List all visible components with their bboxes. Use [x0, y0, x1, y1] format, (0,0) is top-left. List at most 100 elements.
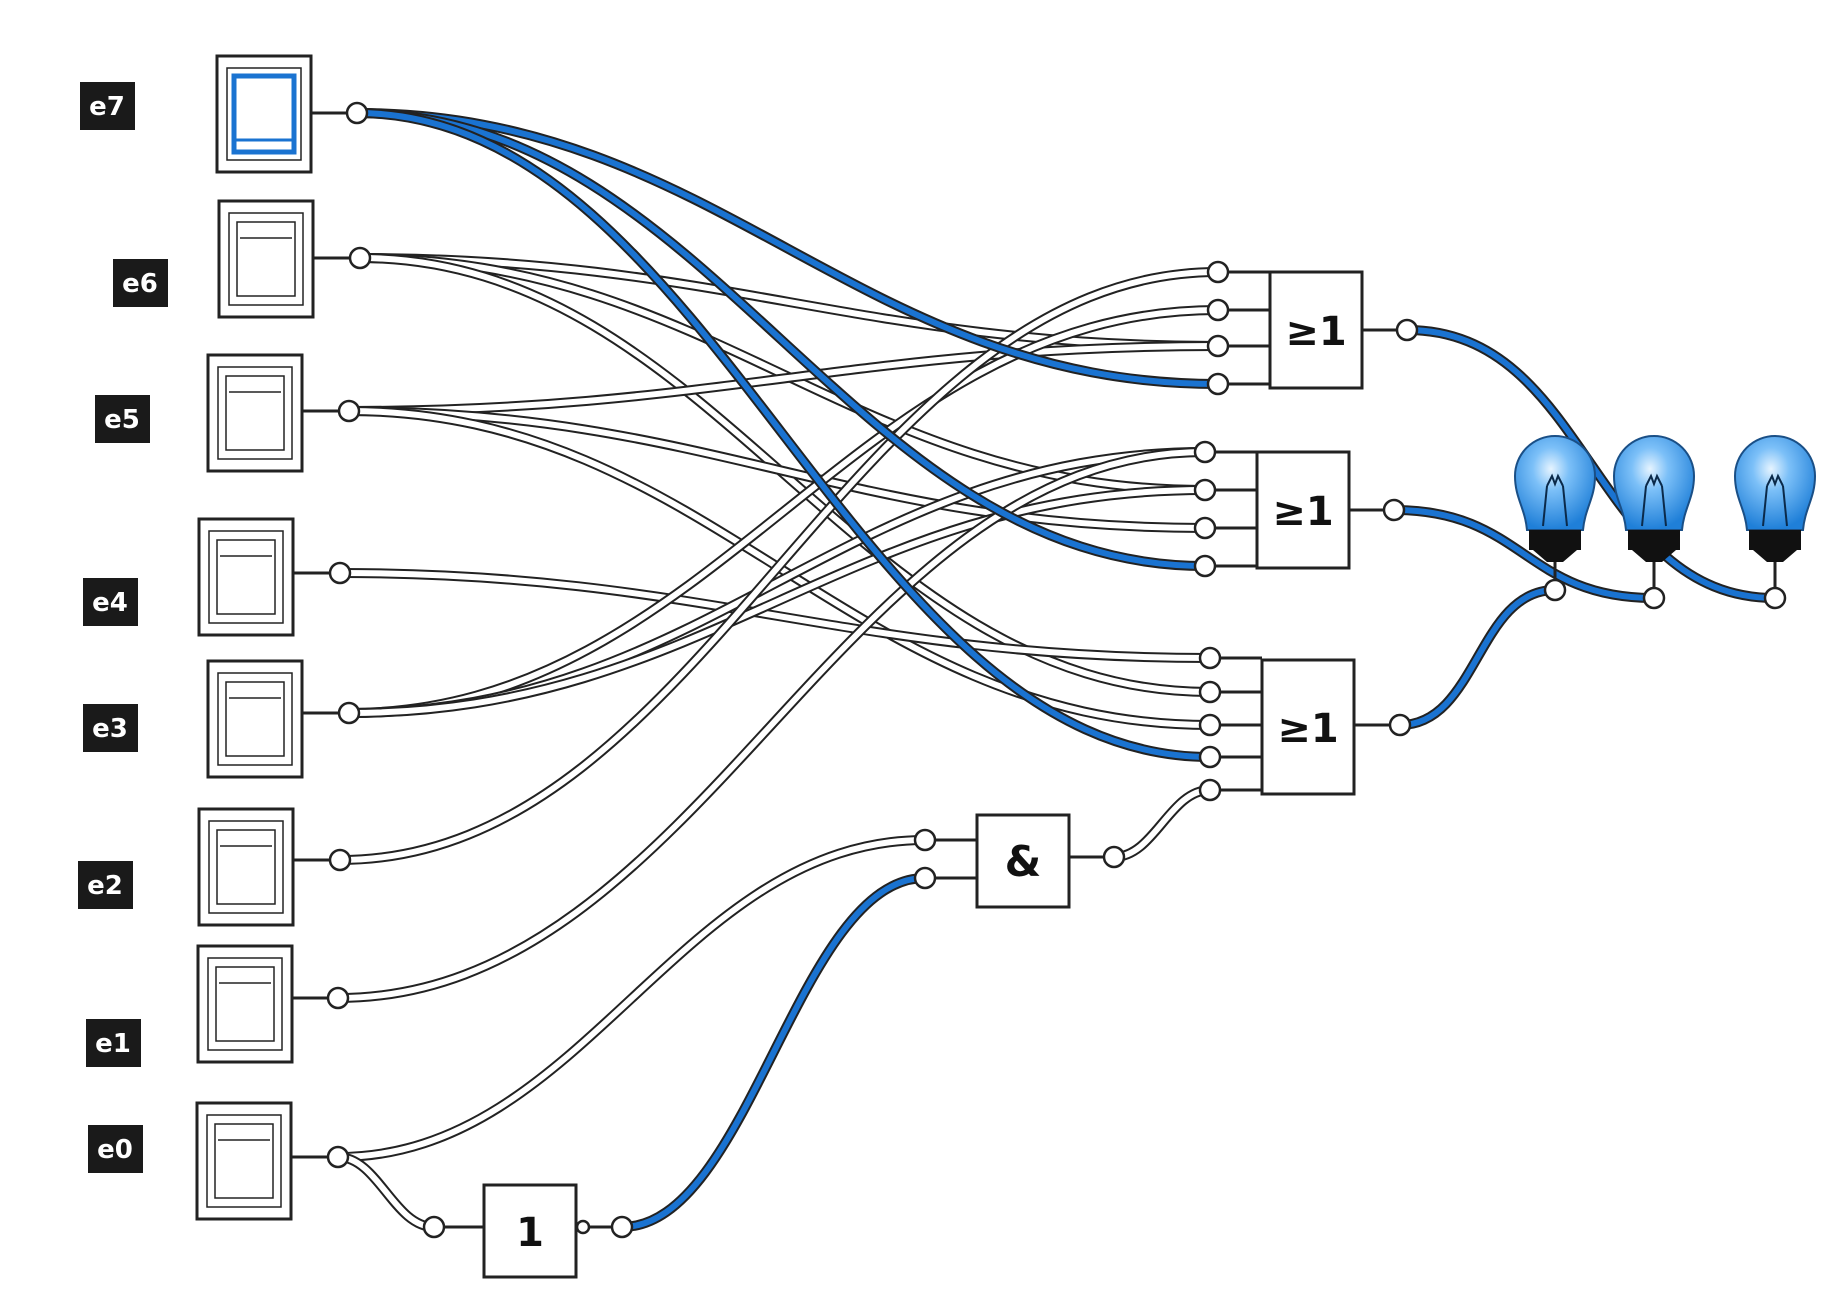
- lamp-1-tip: [1533, 550, 1577, 562]
- not-gate-body: [482, 1183, 578, 1279]
- node-e6: [348, 246, 372, 270]
- switch-e1[interactable]: [196, 944, 294, 1064]
- label-e0-background: [88, 1125, 143, 1173]
- wire-e0-and: [335, 837, 928, 1160]
- label-e4-text: e4: [92, 588, 128, 618]
- or-gate-top-body: [1268, 270, 1364, 390]
- label-e2-text: e2: [87, 871, 123, 901]
- wire-e7-or-mid: [354, 110, 1208, 569]
- switch-e6[interactable]: [217, 199, 315, 319]
- node-b1: [1198, 680, 1222, 704]
- wire-not-and: [619, 875, 928, 1230]
- lamp-3-bulb-icon: [1733, 435, 1817, 562]
- or-gate-top-symbol: ≥1: [1285, 309, 1346, 355]
- node-b0: [1198, 646, 1222, 670]
- or-gate-bottom: ≥1: [1260, 658, 1356, 796]
- switch-e4[interactable]: [197, 517, 295, 637]
- label-e4: e4: [83, 578, 138, 626]
- label-e5-text: e5: [104, 405, 140, 435]
- node-a1: [913, 866, 937, 890]
- node-e4: [328, 561, 352, 585]
- switch-e0[interactable]: [195, 1101, 293, 1221]
- switch-e3-rocker: [225, 681, 285, 757]
- node-l2: [1642, 586, 1666, 610]
- lamps: [1513, 435, 1817, 562]
- node-e2: [328, 848, 352, 872]
- node-m3: [1193, 554, 1217, 578]
- wire-e5-or-mid: [346, 408, 1208, 531]
- node-b4: [1198, 778, 1222, 802]
- or-gate-top: ≥1: [1268, 270, 1364, 390]
- lamp-3-filament: [1762, 473, 1788, 527]
- label-e1-background: [86, 1019, 141, 1067]
- switch-e2[interactable]: [197, 807, 295, 927]
- not-gate: 1: [482, 1183, 578, 1279]
- switch-e6-rocker: [236, 221, 296, 297]
- node-e0: [326, 1145, 350, 1169]
- label-e6-background: [113, 259, 168, 307]
- wire-e0-not: [335, 1154, 437, 1230]
- wire-e3-or-mid-b: [346, 487, 1208, 716]
- label-e5-background: [95, 395, 150, 443]
- not-gate-inversion-bubble: [575, 1219, 591, 1235]
- node-l3: [1763, 586, 1787, 610]
- node-mo: [1382, 498, 1406, 522]
- wire-e7-or-bot: [354, 110, 1213, 760]
- wire-layer: [333, 108, 1780, 1232]
- node-t2: [1206, 334, 1230, 358]
- switch-e5-rocker: [225, 375, 285, 451]
- wire-or-mid-lamp-2: [1391, 507, 1657, 601]
- label-e5: e5: [95, 395, 150, 443]
- node-e1: [326, 986, 350, 1010]
- node-m1: [1193, 478, 1217, 502]
- node-l1: [1543, 578, 1567, 602]
- label-e7-background: [80, 82, 135, 130]
- switch-e4-rocker: [216, 539, 276, 615]
- lamp-1-filament: [1542, 473, 1568, 527]
- switch-e3[interactable]: [206, 659, 304, 779]
- label-e7-text: e7: [89, 92, 125, 122]
- node-no: [610, 1215, 634, 1239]
- connection-nodes: [326, 101, 1787, 1239]
- label-e7: e7: [80, 82, 135, 130]
- node-a0: [913, 828, 937, 852]
- wire-e1-or-mid: [335, 449, 1208, 1001]
- label-e2-background: [78, 861, 133, 909]
- node-n0: [422, 1215, 446, 1239]
- node-bo: [1388, 713, 1412, 737]
- wire-or-bot-lamp-1: [1397, 587, 1558, 728]
- label-e6: e6: [113, 259, 168, 307]
- lamp-2-filament: [1641, 473, 1667, 527]
- node-ao: [1102, 845, 1126, 869]
- wire-e3-or-top: [346, 307, 1221, 716]
- switch-e5[interactable]: [206, 353, 304, 473]
- node-m0: [1193, 440, 1217, 464]
- lamp-2-bulb-icon: [1612, 435, 1696, 562]
- switch-e0-rocker: [214, 1123, 274, 1199]
- switch-e7[interactable]: [215, 54, 313, 174]
- switches: [195, 54, 315, 1221]
- switch-e2-rocker: [216, 829, 276, 905]
- label-e3-text: e3: [92, 714, 128, 744]
- node-e3: [337, 701, 361, 725]
- gates: ≥1 ≥1 ≥1 & 1: [482, 270, 1364, 1279]
- lamp-3-base: [1749, 530, 1801, 550]
- or-gate-bottom-symbol: ≥1: [1277, 706, 1338, 752]
- node-t1: [1206, 298, 1230, 322]
- wire-e6-or-top: [357, 255, 1221, 349]
- wire-e7-or-top: [354, 110, 1221, 387]
- and-gate: &: [975, 813, 1071, 909]
- label-e3: e3: [83, 704, 138, 752]
- switch-e1-rocker: [215, 966, 275, 1042]
- wire-e5-or-top: [346, 343, 1221, 414]
- lamp-3-tip: [1753, 550, 1797, 562]
- node-e5: [337, 399, 361, 423]
- or-gate-mid: ≥1: [1255, 450, 1351, 570]
- label-e0-text: e0: [97, 1135, 133, 1165]
- node-b2: [1198, 713, 1222, 737]
- switch-labels: e7 e6 e5 e4 e3 e2 e1 e0: [78, 82, 168, 1173]
- label-e3-background: [83, 704, 138, 752]
- wire-e4-or-bot: [337, 570, 1213, 661]
- node-t0: [1206, 260, 1230, 284]
